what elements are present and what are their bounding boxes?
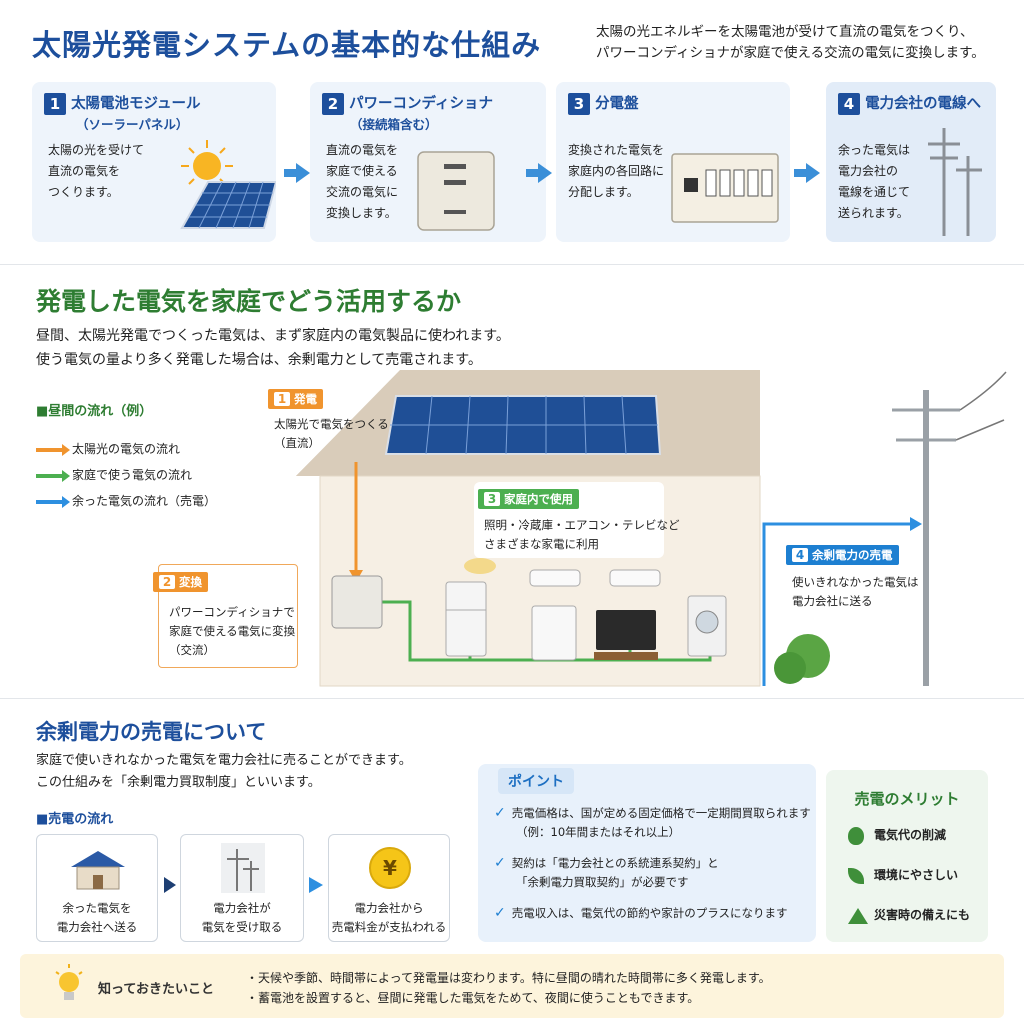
flow-step-send: 余った電気を 電力会社へ送る [36,834,158,942]
house-diagram [296,370,1007,687]
point-item-3: ✓売電収入は、電気代の節約や家計のプラスになります [494,905,788,921]
section-divider-2 [0,698,1024,699]
header-intro: 太陽の光エネルギーを太陽電池が受けて直流の電気をつくり、 パワーコンディショナが… [596,24,985,61]
check-icon: ✓ [494,905,506,921]
note-text: ・天候や季節、時間帯によって発電量は変わります。特に昼間の晴れた時間帯に多く発電… [246,971,771,1005]
merit-box: 売電のメリット 電気代の削減 環境にやさしい 災害時の備えにも [826,770,988,942]
point-box: ポイント ✓売電価格は、国が定める固定価格で一定期間買取られます （例：10年間… [478,764,816,942]
yen-coin-icon: ¥ [369,847,411,889]
house-icon [848,907,868,924]
power-conditioner-icon [417,151,495,231]
step-card-power-line: 4 電力会社の電線へ 余った電気は 電力会社の 電線を通じて 送られます。 [826,82,996,242]
selling-intro: 家庭で使いきれなかった電気を電力会社に売ることができます。 この仕組みを「余剰電… [36,753,412,790]
merit-item-disaster: 災害時の備えにも [848,906,970,925]
step-card-distribution-board: 3 分電盤 変換された電気を 家庭内の各回路に 分配します。 [556,82,790,242]
usage-section-title: 発電した電気を家庭でどう活用するか [36,287,462,316]
point-title: ポイント [498,768,574,794]
merit-title: 売電のメリット [854,790,960,808]
point-item-1: ✓売電価格は、国が定める固定価格で一定期間買取られます （例：10年間またはそれ… [494,805,811,839]
power-conditioner-unit [331,575,383,629]
flow-step-payment: ¥ 電力会社から 売電料金が支払われる [328,834,450,942]
section-divider-1 [0,264,1024,265]
refrigerator [445,581,487,657]
usage-intro: 昼間、太陽光発電でつくった電気は、まず家庭内の電気製品に使われます。 使う電気の… [36,328,510,368]
ceiling-lamp [464,558,496,574]
solar-panel-sun-icon [180,140,276,229]
power-pole-icon [221,843,265,893]
legend-item-solar: 太陽光の電気の流れ [36,440,180,457]
merit-item-eco: 環境にやさしい [848,866,958,885]
house-solar-icon [71,851,125,890]
lightbulb-icon [55,964,83,1000]
humidifier [531,605,577,661]
flow-arrow-1 [164,877,176,893]
selling-section-title: 余剰電力の売電について [36,720,267,744]
flow-step-receive: 電力会社が 電気を受け取る [180,834,304,942]
check-icon: ✓ [494,855,506,871]
leaf-icon [848,867,864,884]
step-card-power-conditioner: 2 パワーコンディショナ （接続箱含む） 直流の電気を 家庭で使える 交流の電気… [310,82,546,242]
check-icon: ✓ [494,805,506,821]
step-arrow-1 [284,163,310,183]
television [596,610,656,650]
legend-item-home: 家庭で使う電気の流れ [36,466,192,483]
money-bag-icon [848,826,864,845]
utility-pole-icon [928,128,982,236]
step-card-solar-module: 1 太陽電池モジュール （ソーラーパネル） 太陽の光を受けて 直流の電気を つく… [32,82,276,242]
note-box: 知っておきたいこと ・天候や季節、時間帯によって発電量は変わります。特に昼間の晴… [20,954,1004,1018]
step-arrow-2 [526,163,552,183]
flow-title: ■売電の流れ [36,812,114,827]
note-label: 知っておきたいこと [98,982,214,997]
page-title: 太陽光発電システムの基本的な仕組み [32,28,542,62]
step-arrow-3 [794,163,820,183]
air-conditioner-1 [529,569,581,587]
legend-title: ■昼間の流れ（例） [36,404,153,419]
point-item-2: ✓契約は「電力会社との系統連系契約」と 「余剰電力買取契約」が必要です [494,855,719,889]
merit-item-savings: 電気代の削減 [848,826,946,845]
roof-solar-panel [384,395,662,455]
legend-item-sell: 余った電気の流れ（売電） [36,492,216,509]
air-conditioner-2 [609,569,661,587]
flow-arrow-2 [309,877,323,893]
distribution-board-icon [671,153,779,223]
